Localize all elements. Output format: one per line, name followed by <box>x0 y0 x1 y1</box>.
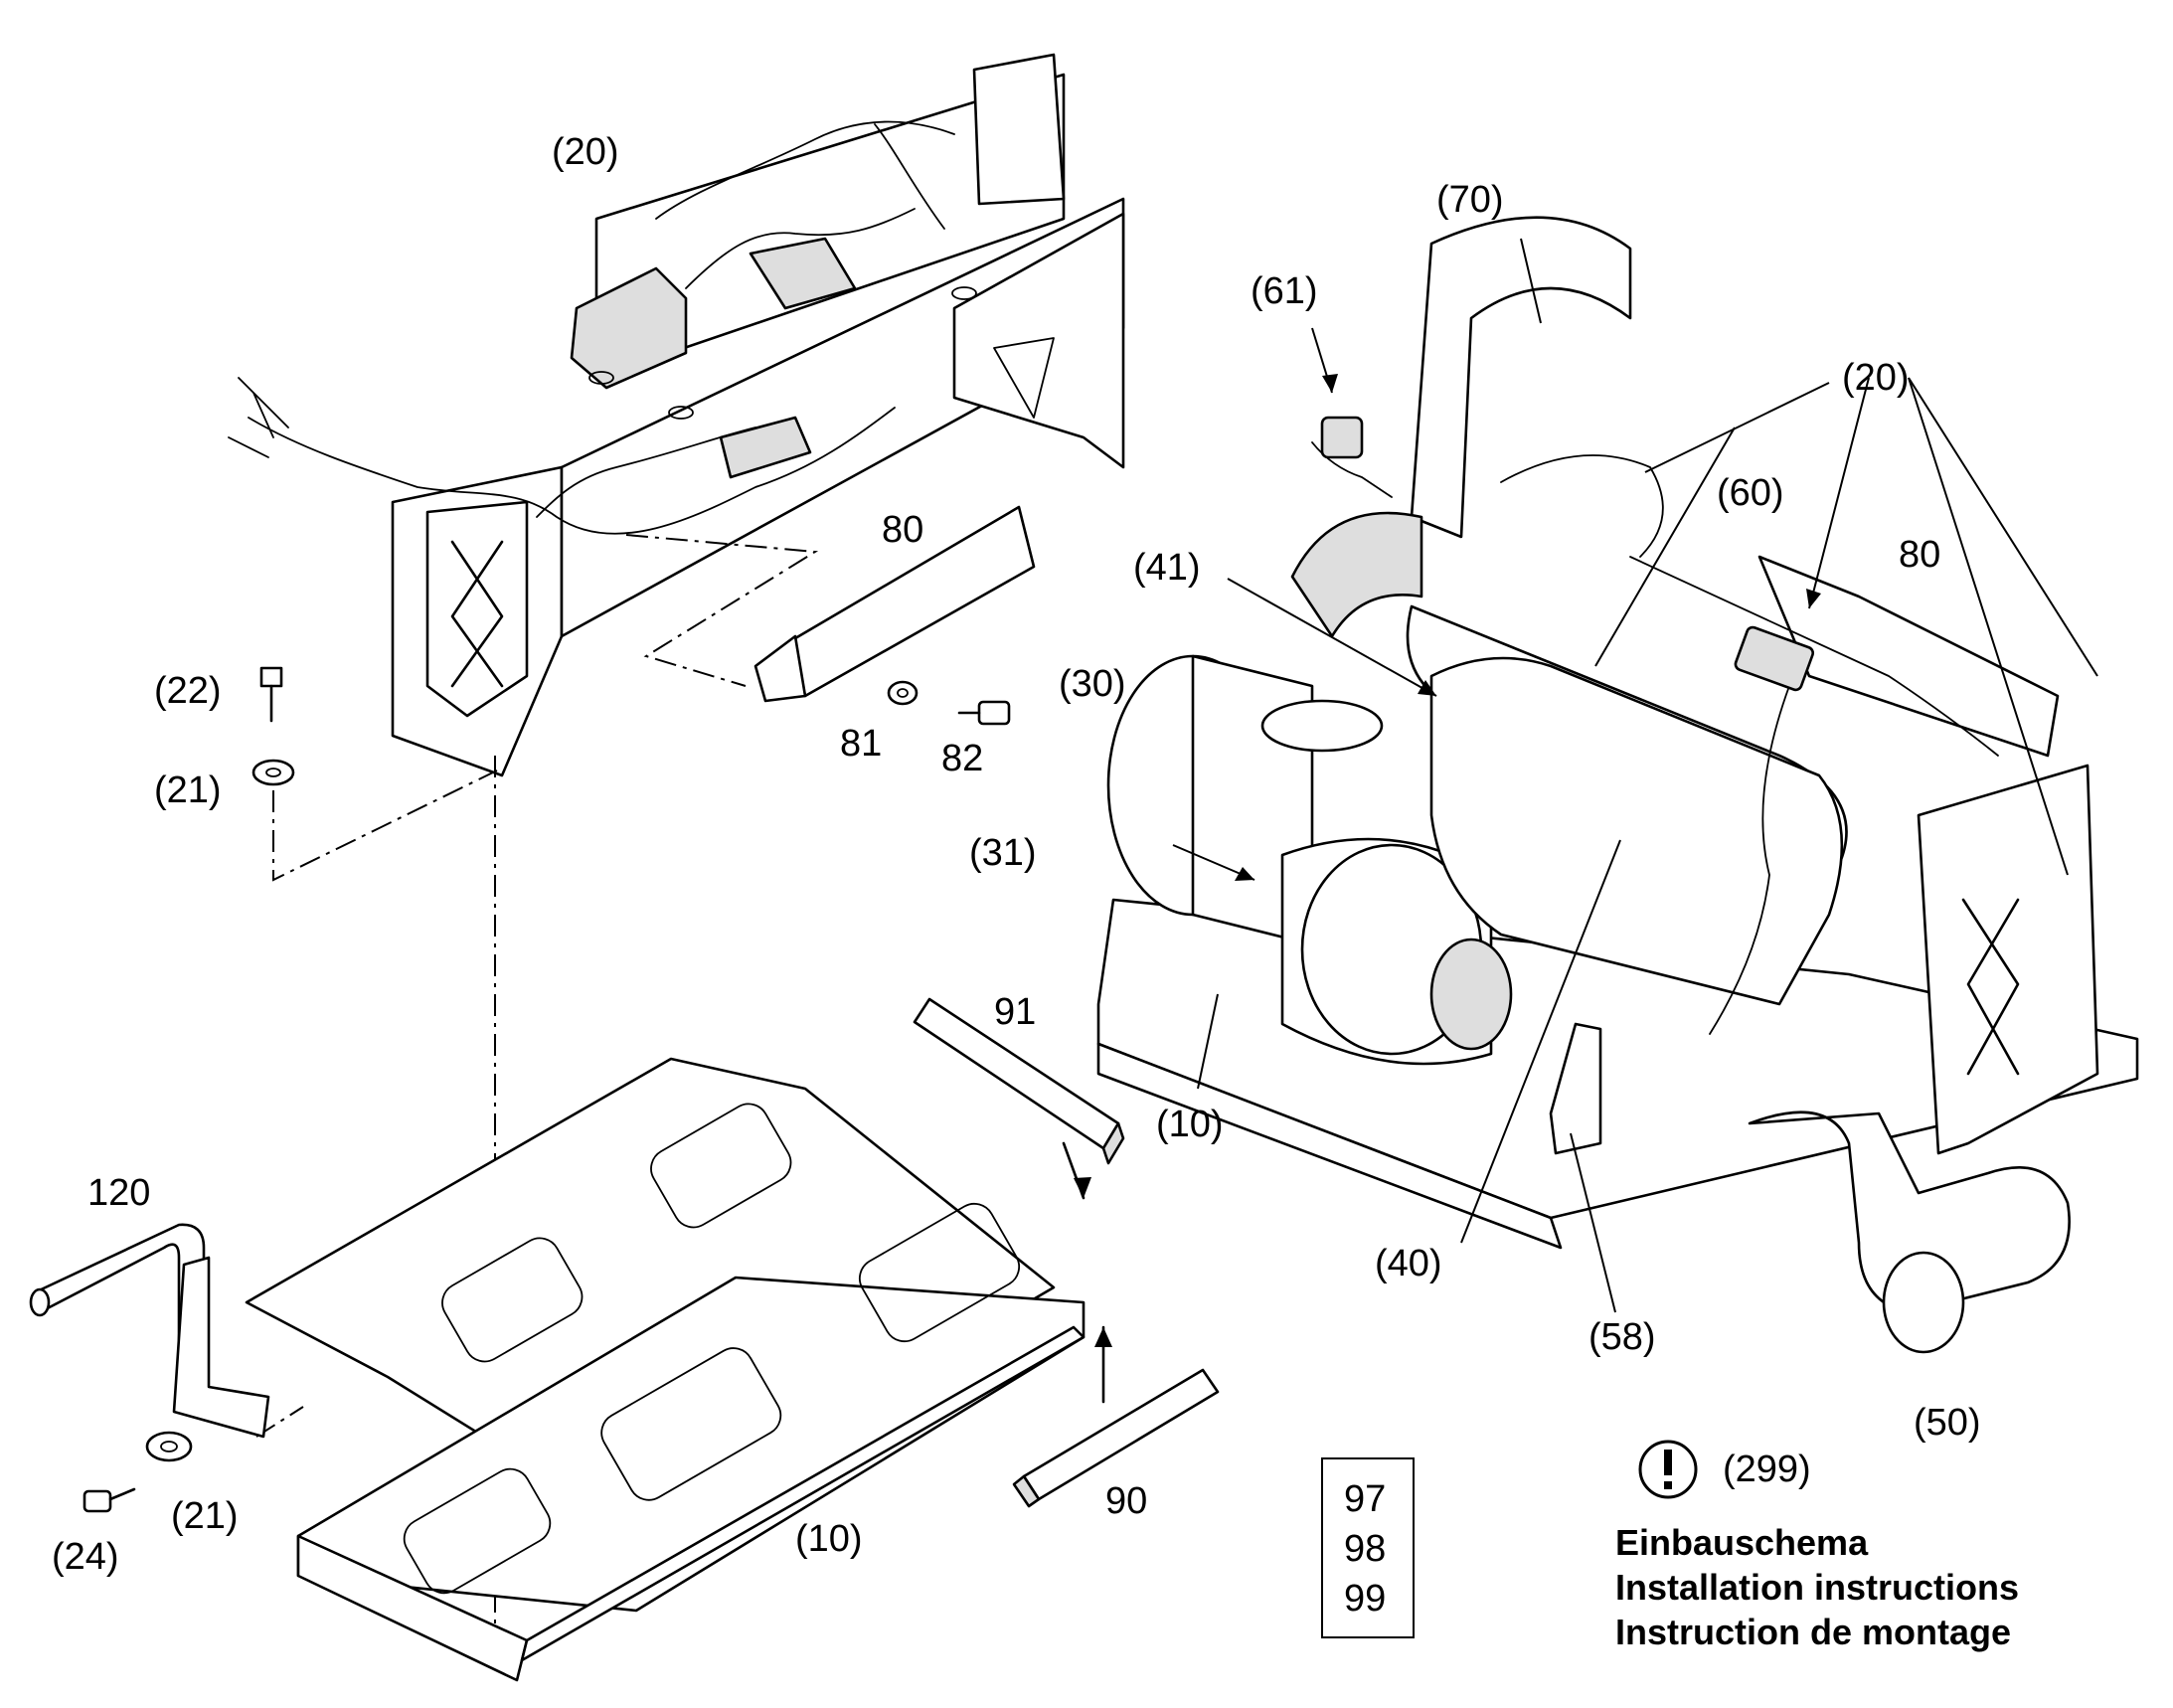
callout-80-right: 80 <box>1899 534 1940 576</box>
callout-31: (31) <box>969 832 1037 874</box>
callout-20-top: (20) <box>552 131 619 173</box>
installation-notice: (299) Einbauschema Installation instruct… <box>1615 1440 2019 1652</box>
callout-labels: (20) (22) (21) 80 81 82 91 120 (21) (24)… <box>52 131 1981 1578</box>
callout-90: 90 <box>1105 1480 1147 1522</box>
callout-21-bottom: (21) <box>171 1495 239 1537</box>
rail-90 <box>1012 1368 1220 1508</box>
callout-30: (30) <box>1059 663 1126 705</box>
rail-91 <box>913 997 1125 1165</box>
heat-shield-left <box>753 505 1036 726</box>
variant-99: 99 <box>1344 1578 1386 1620</box>
callout-41: (41) <box>1133 547 1201 589</box>
exclamation-circle-icon <box>1638 1440 1698 1499</box>
sensor-bracket-assembly <box>228 53 1125 777</box>
callout-120: 120 <box>87 1172 150 1214</box>
base-frame-exploded <box>245 1057 1086 1682</box>
callout-60: (60) <box>1717 472 1784 514</box>
callout-21-left: (21) <box>154 769 222 811</box>
callout-91: 91 <box>994 991 1036 1033</box>
callout-80-left: 80 <box>882 509 923 551</box>
callout-50: (50) <box>1914 1402 1981 1444</box>
callout-40: (40) <box>1375 1243 1442 1284</box>
variant-box: 97 98 99 <box>1321 1457 1415 1638</box>
lifting-handle <box>29 1223 270 1513</box>
variant-98: 98 <box>1344 1528 1386 1570</box>
rail-arrows <box>1062 1141 1112 1404</box>
bolt-and-washer-upper <box>251 666 295 786</box>
callout-10-bottom: (10) <box>795 1518 863 1560</box>
variant-97: 97 <box>1344 1478 1386 1520</box>
callout-61: (61) <box>1251 270 1318 312</box>
callout-82: 82 <box>941 738 983 779</box>
exhaust-assembled <box>1096 216 2139 1354</box>
notice-title-de: Einbauschema <box>1615 1522 1869 1563</box>
leader-lines <box>1172 238 2098 1313</box>
callout-24: (24) <box>52 1536 119 1578</box>
callout-81: 81 <box>840 723 882 765</box>
callout-22: (22) <box>154 670 222 712</box>
callout-70: (70) <box>1436 179 1504 221</box>
callout-10-right: (10) <box>1156 1104 1224 1145</box>
callout-20-right: (20) <box>1842 357 1910 399</box>
notice-ref: (299) <box>1723 1449 1811 1490</box>
callout-58: (58) <box>1588 1316 1656 1358</box>
notice-title-en: Installation instructions <box>1615 1567 2019 1608</box>
notice-title-fr: Instruction de montage <box>1615 1612 2011 1652</box>
